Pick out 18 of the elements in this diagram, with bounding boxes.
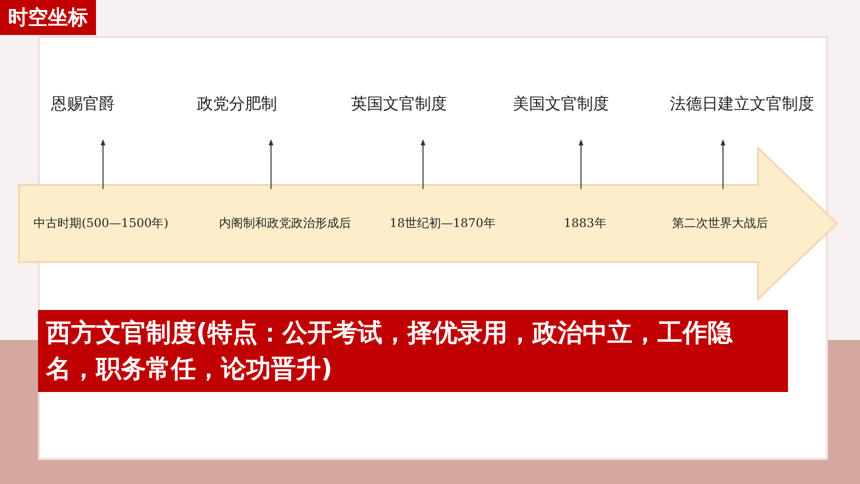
event-label: 英国文官制度 <box>340 94 458 118</box>
period-label: 第二次世界大战后 <box>650 185 790 262</box>
arrow <box>100 139 106 190</box>
timeline-arrow <box>18 147 838 300</box>
period-label: 内阁制和政党政治形成后 <box>200 185 370 262</box>
period-label: 18世纪初—1870年 <box>380 185 505 262</box>
period-label: 1883年 <box>530 185 640 262</box>
event-label: 恩赐官爵 <box>43 94 123 118</box>
arrow <box>268 139 274 190</box>
arrow <box>578 139 584 190</box>
arrow <box>420 139 426 190</box>
event-label: 政党分肥制 <box>188 94 286 118</box>
banner-text: 西方文官制度(特点：公开考试，择优录用，政治中立，工作隐名，职务常任，论功晋升) <box>38 310 788 392</box>
period-label: 中古时期(500—1500年) <box>22 185 180 262</box>
event-label: 美国文官制度 <box>503 94 619 118</box>
section-tag: 时空坐标 <box>0 0 96 35</box>
arrow <box>720 139 726 190</box>
event-label: 法德日建立文官制度 <box>657 94 827 118</box>
